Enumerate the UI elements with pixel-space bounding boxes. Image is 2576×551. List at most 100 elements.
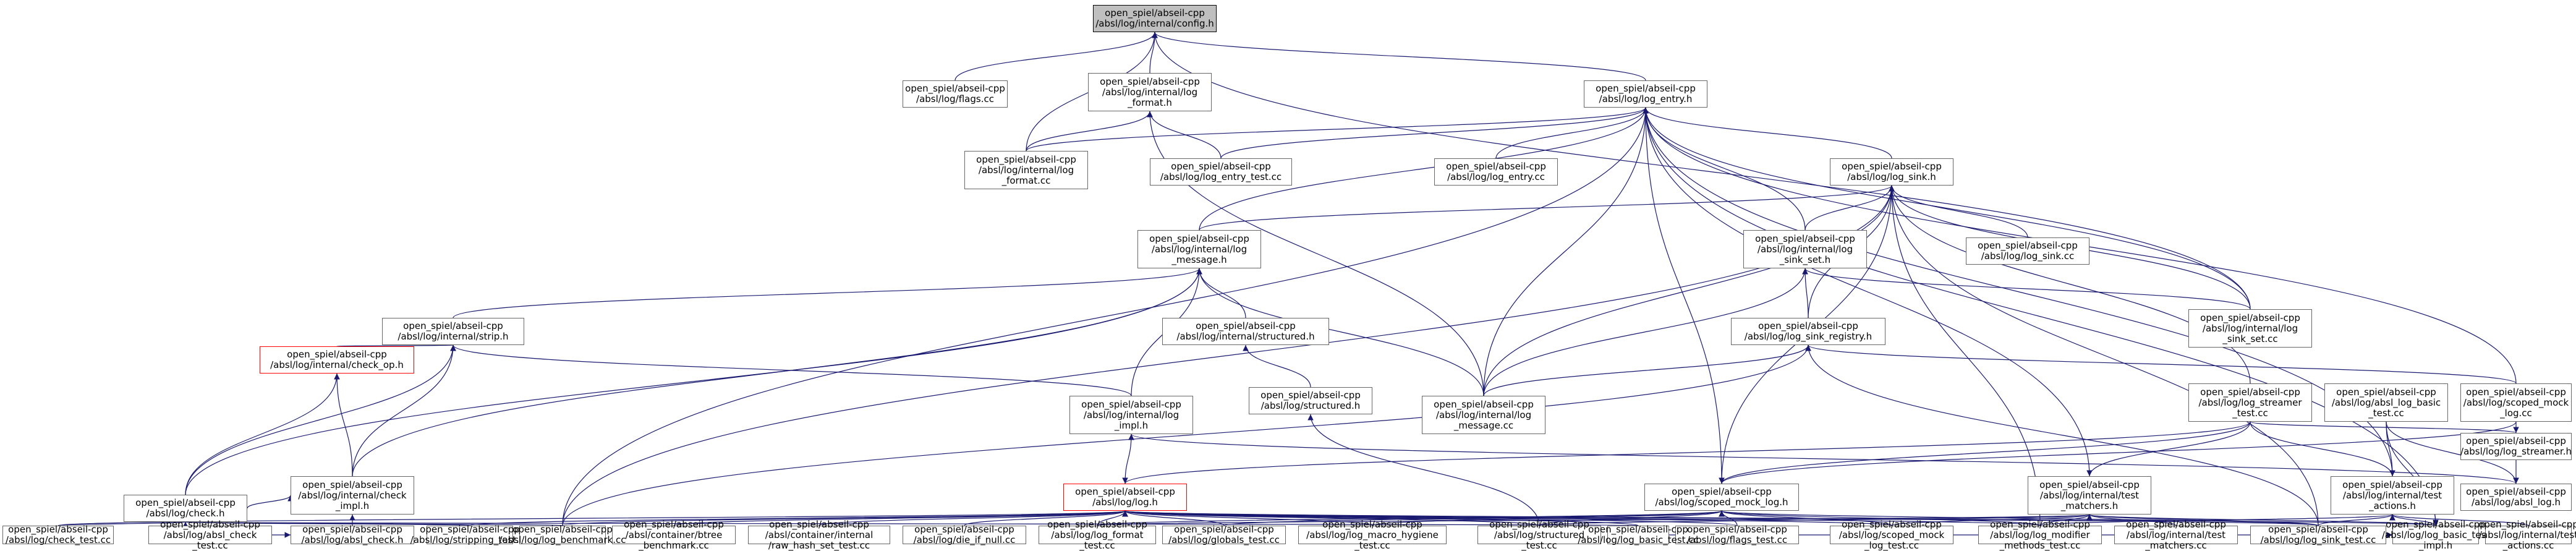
node-test-matchers-h[interactable]: open_spiel/abseil-cpp /absl/log/internal…: [2028, 476, 2151, 515]
node-log-basic-test-cc[interactable]: open_spiel/abseil-cpp /absl/log/log_basi…: [1578, 524, 1699, 545]
node-strip-h[interactable]: open_spiel/abseil-cpp /absl/log/internal…: [382, 318, 524, 345]
edge-log_sink_h-to-log_sink_cc: [1889, 185, 2028, 238]
edge-scoped_mock_log_h-to-log_streamer_test_cc: [1719, 421, 2251, 484]
edge-log_h-to-log_streamer_test_cc: [1122, 421, 2251, 484]
node-flags-test-cc[interactable]: open_spiel/abseil-cpp /absl/log/flags_te…: [1675, 524, 1799, 545]
edge-strip_h-to-check_h: [185, 344, 456, 495]
edge-log_message_h-to-log_message_cc: [1196, 268, 1484, 396]
node-log-streamer-test-cc[interactable]: open_spiel/abseil-cpp /absl/log/log_stre…: [2188, 383, 2312, 422]
edge-log_entry_h-to-log_basic_test_impl_h: [1643, 107, 2436, 526]
node-check-test-cc[interactable]: open_spiel/abseil-cpp /absl/log/check_te…: [2, 524, 114, 545]
edge-log_entry_h-to-log_message_h: [1199, 107, 1649, 231]
node-absl-log-basic-test-cc[interactable]: open_spiel/abseil-cpp /absl/log/absl_log…: [2324, 383, 2448, 422]
edge-log_sink_registry_h-to-log_message_cc: [1483, 344, 1811, 396]
node-log-format-test-cc[interactable]: open_spiel/abseil-cpp /absl/log/log_form…: [1039, 519, 1156, 550]
node-absl-check-test-cc[interactable]: open_spiel/abseil-cpp /absl/log/absl_che…: [148, 519, 272, 550]
edge-scoped_mock_log_h-to-structured_test_cc: [1539, 510, 1725, 526]
edge-check_h-to-check_test_cc: [57, 521, 189, 528]
node-log-modifier-methods-test-cc[interactable]: open_spiel/abseil-cpp /absl/log/log_modi…: [1978, 519, 2102, 550]
edge-scoped_mock_log_h-to-log_macro_hygiene_test_cc: [1372, 510, 1725, 526]
node-log-entry-h[interactable]: open_spiel/abseil-cpp /absl/log/log_entr…: [1584, 80, 1707, 108]
node-die-if-null-cc[interactable]: open_spiel/abseil-cpp /absl/log/die_if_n…: [903, 524, 1026, 545]
node-log-sink-h[interactable]: open_spiel/abseil-cpp /absl/log/log_sink…: [1830, 158, 1953, 186]
edge-structured_h-to-structured_test_cc: [1307, 414, 1540, 526]
edge-log_message_h-to-strip_h: [453, 268, 1202, 318]
edge-log_impl_h-to-log_h: [1124, 434, 1134, 484]
edge-check_h-to-log_benchmark_cc: [184, 521, 563, 529]
edge-log_sink_registry_h-to-log_sink_test_cc: [1805, 344, 2319, 526]
node-test-matchers-cc[interactable]: open_spiel/abseil-cpp /absl/log/internal…: [2114, 519, 2238, 550]
node-check-h[interactable]: open_spiel/abseil-cpp /absl/log/check.h: [124, 495, 247, 522]
node-log-h[interactable]: open_spiel/abseil-cpp /absl/log/log.h: [1063, 484, 1187, 511]
edge-log_sink_registry_h-to-scoped_mock_log_cc: [1805, 344, 2517, 384]
node-config-h: open_spiel/abseil-cpp /absl/log/internal…: [1093, 5, 1217, 32]
edge-absl_log_h-to-absl_log_basic_test_cc: [2386, 421, 2519, 484]
edge-check_op_h-to-check_h: [185, 373, 340, 495]
node-structured-h[interactable]: open_spiel/abseil-cpp /absl/log/structur…: [1249, 387, 1372, 414]
edge-log_entry_h-to-log_sink_set_cc: [1643, 107, 2251, 310]
node-log-format-cc[interactable]: open_spiel/abseil-cpp /absl/log/internal…: [964, 151, 1088, 189]
edge-log_h-to-die_if_null_cc: [964, 510, 1128, 526]
node-scoped-mock-log-test-cc[interactable]: open_spiel/abseil-cpp /absl/log/scoped_m…: [1830, 519, 1953, 550]
edge-test_matchers_h-to-scoped_mock_log_test_cc: [1891, 514, 2093, 526]
edge-config_h-to-flags_cc: [954, 32, 1158, 81]
edge-log_entry_h-to-log_entry_test_cc: [1220, 107, 1649, 159]
node-check-impl-h[interactable]: open_spiel/abseil-cpp /absl/log/internal…: [291, 476, 414, 515]
edge-test_matchers_h-to-structured_test_cc: [1539, 514, 2092, 526]
node-check-op-h[interactable]: open_spiel/abseil-cpp /absl/log/internal…: [260, 346, 414, 374]
edge-log_entry_h-to-test_matchers_h: [1643, 107, 2090, 477]
node-log-sink-set-h[interactable]: open_spiel/abseil-cpp /absl/log/internal…: [1743, 230, 1867, 268]
edge-check_h-to-log_basic_test_cc: [185, 521, 1639, 529]
node-test-actions-cc[interactable]: open_spiel/abseil-cpp /absl/log/internal…: [2478, 518, 2576, 551]
node-absl-log-h[interactable]: open_spiel/abseil-cpp /absl/log/absl_log…: [2460, 484, 2572, 511]
node-log-entry-test-cc[interactable]: open_spiel/abseil-cpp /absl/log/log_entr…: [1150, 158, 1292, 186]
node-log-entry-cc[interactable]: open_spiel/abseil-cpp /absl/log/log_entr…: [1434, 158, 1558, 186]
edge-check_impl_h-to-check_h: [247, 495, 294, 509]
edge-scoped_mock_log_h-to-scoped_mock_log_test_cc: [1719, 510, 1892, 526]
edge-log_message_h-to-structured_internal_h: [1196, 268, 1246, 318]
edge-test_actions_h-to-log_streamer_test_cc: [2250, 421, 2395, 477]
edge-log_message_h-to-check_h: [185, 268, 1202, 495]
edge-test_matchers_h-to-test_matchers_cc: [2086, 514, 2177, 526]
node-log-message-cc[interactable]: open_spiel/abseil-cpp /absl/log/internal…: [1422, 396, 1545, 434]
edge-config_h-to-log_sink_set_cc: [1152, 32, 2251, 310]
edge-test_actions_h-to-log_modifier_methods_test_cc: [2039, 514, 2395, 526]
node-btree-benchmark-cc[interactable]: open_spiel/abseil-cpp /absl/container/bt…: [612, 519, 736, 550]
node-globals-test-cc[interactable]: open_spiel/abseil-cpp /absl/log/globals_…: [1162, 524, 1286, 545]
node-flags-cc[interactable]: open_spiel/abseil-cpp /absl/log/flags.cc: [903, 80, 1008, 108]
node-log-sink-cc[interactable]: open_spiel/abseil-cpp /absl/log/log_sink…: [1966, 237, 2089, 265]
node-log-benchmark-cc[interactable]: open_spiel/abseil-cpp /absl/log/log_benc…: [499, 524, 626, 545]
edge-log_sink_h-to-log_message_cc: [1483, 185, 1895, 396]
node-log-format-h[interactable]: open_spiel/abseil-cpp /absl/log/internal…: [1088, 73, 1212, 111]
node-log-impl-h[interactable]: open_spiel/abseil-cpp /absl/log/internal…: [1069, 396, 1193, 434]
node-log-sink-test-cc[interactable]: open_spiel/abseil-cpp /absl/log/log_sink…: [2250, 524, 2386, 545]
edge-log_sink_set_h-to-log_sink_set_cc: [1802, 268, 2251, 310]
node-stripping-test-cc[interactable]: open_spiel/abseil-cpp /absl/log/strippin…: [410, 524, 530, 545]
edge-log_impl_h-to-absl_log_h: [1128, 434, 2517, 484]
node-log-message-h[interactable]: open_spiel/abseil-cpp /absl/log/internal…: [1137, 230, 1261, 268]
edge-log_entry_h-to-log_message_cc: [1483, 107, 1649, 396]
edge-structured_internal_h-to-structured_h: [1243, 344, 1311, 388]
edge-log_entry_h-to-log_sink_set_h: [1643, 107, 1806, 231]
edge-log_entry_h-to-log_benchmark_cc: [562, 107, 1649, 526]
node-scoped-mock-log-h[interactable]: open_spiel/abseil-cpp /absl/log/scoped_m…: [1644, 484, 1799, 511]
node-structured-test-cc[interactable]: open_spiel/abseil-cpp /absl/log/structur…: [1477, 519, 1601, 550]
node-log-basic-test-impl-h[interactable]: open_spiel/abseil-cpp /absl/log/log_basi…: [2381, 518, 2490, 551]
node-log-macro-hygiene-test-cc[interactable]: open_spiel/abseil-cpp /absl/log/log_macr…: [1298, 519, 1447, 550]
edge-test_matchers_h-to-log_format_test_cc: [1097, 514, 2092, 526]
node-absl-check-h[interactable]: open_spiel/abseil-cpp /absl/log/absl_che…: [291, 524, 414, 545]
edge-check_op_h-to-check_impl_h: [334, 373, 353, 477]
edge-log_sink_set_h-to-log_sink_registry_h: [1802, 268, 1809, 318]
node-scoped-mock-log-cc[interactable]: open_spiel/abseil-cpp /absl/log/scoped_m…: [2460, 383, 2572, 422]
edge-log_h-to-globals_test_cc: [1122, 510, 1225, 526]
node-raw-hash-set-test-cc[interactable]: open_spiel/abseil-cpp /absl/container/in…: [748, 519, 890, 550]
edge-log_h-to-raw_hash_set_test_cc: [818, 510, 1128, 526]
edge-log_sink_h-to-log_sink_set_h: [1804, 185, 1895, 231]
node-log-sink-set-cc[interactable]: open_spiel/abseil-cpp /absl/log/internal…: [2188, 309, 2312, 348]
node-structured-internal-h[interactable]: open_spiel/abseil-cpp /absl/log/internal…: [1162, 318, 1329, 345]
edge-log_streamer_h-to-log_streamer_test_cc: [2250, 421, 2519, 434]
node-log-sink-registry-h[interactable]: open_spiel/abseil-cpp /absl/log/log_sink…: [1731, 318, 1885, 345]
node-log-streamer-h[interactable]: open_spiel/abseil-cpp /absl/log/log_stre…: [2460, 433, 2572, 460]
node-test-actions-h[interactable]: open_spiel/abseil-cpp /absl/log/internal…: [2331, 476, 2454, 515]
